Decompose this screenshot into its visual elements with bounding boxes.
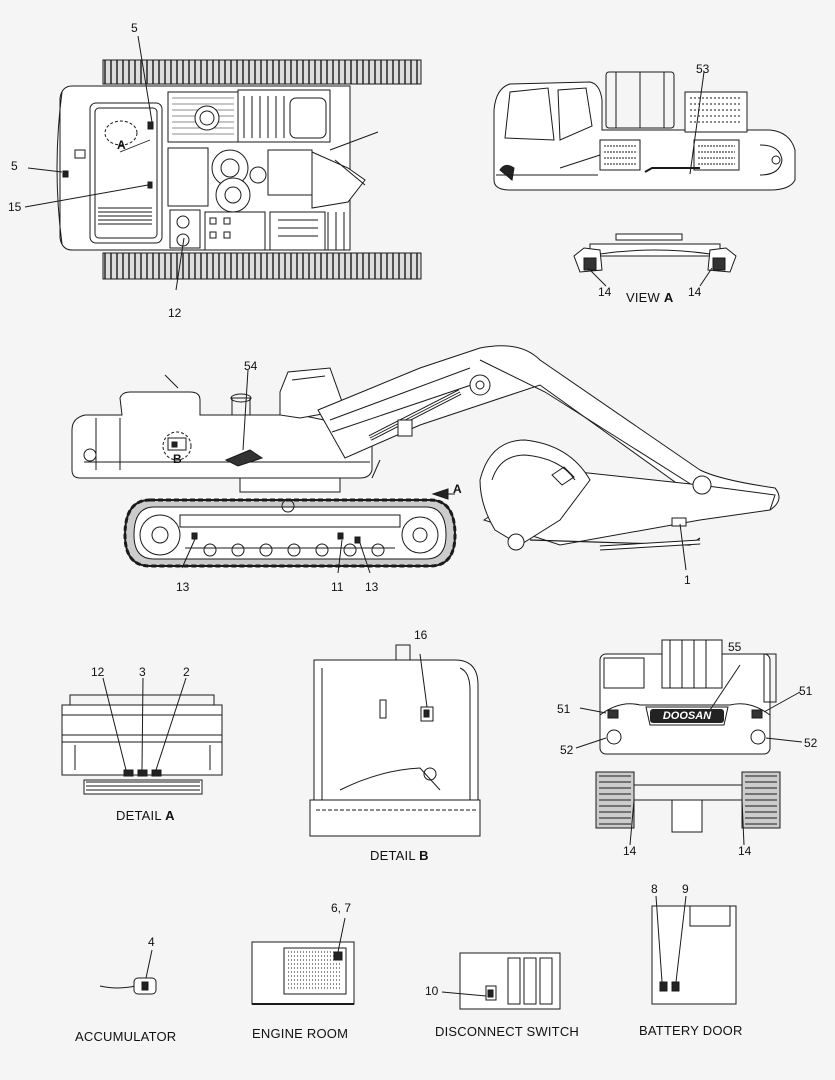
rear-view-drawing [575, 639, 803, 846]
callout-rear-52b: 52 [804, 736, 818, 750]
callout-rear-51b: 51 [799, 684, 813, 698]
callout-top-5b: 5 [11, 159, 18, 173]
caption-detail-a: DETAIL A [116, 808, 175, 823]
caption-battery-door: BATTERY DOOR [639, 1023, 743, 1038]
view-a-drawing [573, 233, 737, 287]
callout-top-a: A [117, 138, 126, 152]
callout-detail-b-16: 16 [414, 628, 428, 642]
callout-main-b: B [173, 452, 182, 466]
callout-disconnect-10: 10 [425, 984, 439, 998]
side-view-machine [493, 71, 796, 191]
callout-top-5a: 5 [131, 21, 138, 35]
callout-detail-a-12: 12 [91, 665, 105, 679]
callout-main-13a: 13 [176, 580, 190, 594]
callout-main-54: 54 [244, 359, 258, 373]
callout-rear-14a: 14 [623, 844, 637, 858]
detail-a-drawing [61, 677, 223, 795]
doosan-logo: DOOSAN [650, 709, 724, 723]
caption-disconnect-switch: DISCONNECT SWITCH [435, 1024, 579, 1039]
main-excavator-side-view [71, 345, 780, 574]
caption-detail-b: DETAIL B [370, 848, 429, 863]
callout-detail-a-2: 2 [183, 665, 190, 679]
caption-engine-room: ENGINE ROOM [252, 1026, 349, 1041]
callout-detail-a-3: 3 [139, 665, 146, 679]
callout-view-14b: 14 [688, 285, 702, 299]
callout-main-11: 11 [331, 580, 344, 594]
battery-door-drawing [651, 895, 737, 1005]
callout-side-53: 53 [696, 62, 710, 76]
callout-rear-14b: 14 [738, 844, 752, 858]
callout-top-15: 15 [8, 200, 22, 214]
callout-rear-55: 55 [728, 640, 742, 654]
callout-battery-9: 9 [682, 882, 689, 896]
callout-main-a: A [453, 482, 462, 496]
caption-accumulator: ACCUMULATOR [75, 1029, 177, 1044]
caption-view-a: VIEW A [626, 290, 674, 305]
callout-accumulator-4: 4 [148, 935, 155, 949]
callout-battery-8: 8 [651, 882, 658, 896]
detail-b-drawing [309, 644, 481, 837]
disconnect-switch-drawing [441, 952, 561, 1010]
callout-rear-52a: 52 [560, 743, 574, 757]
callout-engine-room-6-7: 6, 7 [331, 901, 352, 915]
top-view-machine [24, 35, 422, 291]
accumulator-drawing [99, 949, 157, 995]
callout-main-13b: 13 [365, 580, 379, 594]
engine-room-drawing [251, 917, 355, 1005]
callout-top-12: 12 [168, 306, 182, 320]
callout-main-1: 1 [684, 573, 691, 587]
callout-rear-51a: 51 [557, 702, 571, 716]
callout-view-14a: 14 [598, 285, 612, 299]
